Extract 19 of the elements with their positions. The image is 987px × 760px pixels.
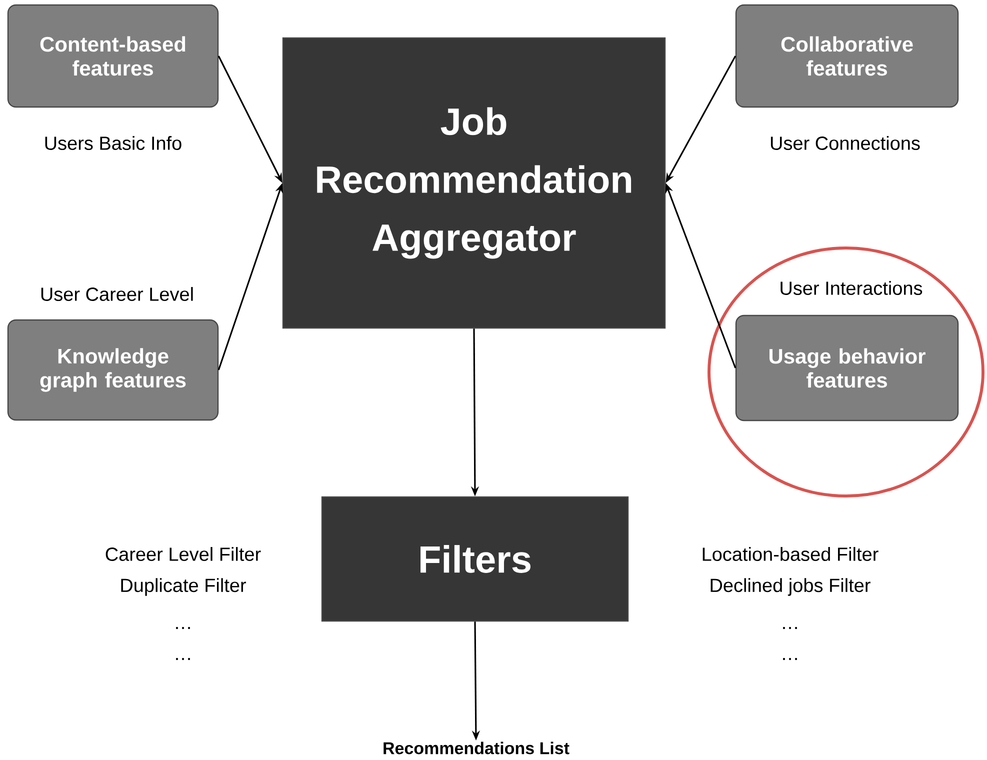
feature-box: Knowledge graph features	[7, 319, 219, 421]
feature-box: Usage behavior features	[735, 314, 959, 422]
process-box: Job Recommendation Aggregator	[282, 37, 666, 329]
source-label: User Connections	[770, 136, 920, 150]
filter-label: Duplicate Filter	[121, 578, 246, 596]
filter-label: …	[176, 627, 190, 630]
filter-label: …	[783, 658, 797, 660]
feature-box: Content-based features	[7, 4, 219, 108]
filter-label: …	[783, 627, 797, 630]
output-label: Recommendations List	[384, 742, 570, 754]
filter-label: Declined jobs Filter	[710, 578, 870, 596]
source-label: User Career Level	[41, 287, 193, 301]
filter-label: …	[176, 658, 190, 660]
filter-label: Career Level Filter	[106, 547, 261, 561]
source-label: Users Basic Info	[45, 136, 182, 150]
process-box: Filters	[321, 496, 629, 622]
source-label: User Interactions	[780, 281, 922, 295]
filter-label: Location-based Filter	[702, 547, 878, 561]
feature-box: Collaborative features	[735, 4, 959, 108]
